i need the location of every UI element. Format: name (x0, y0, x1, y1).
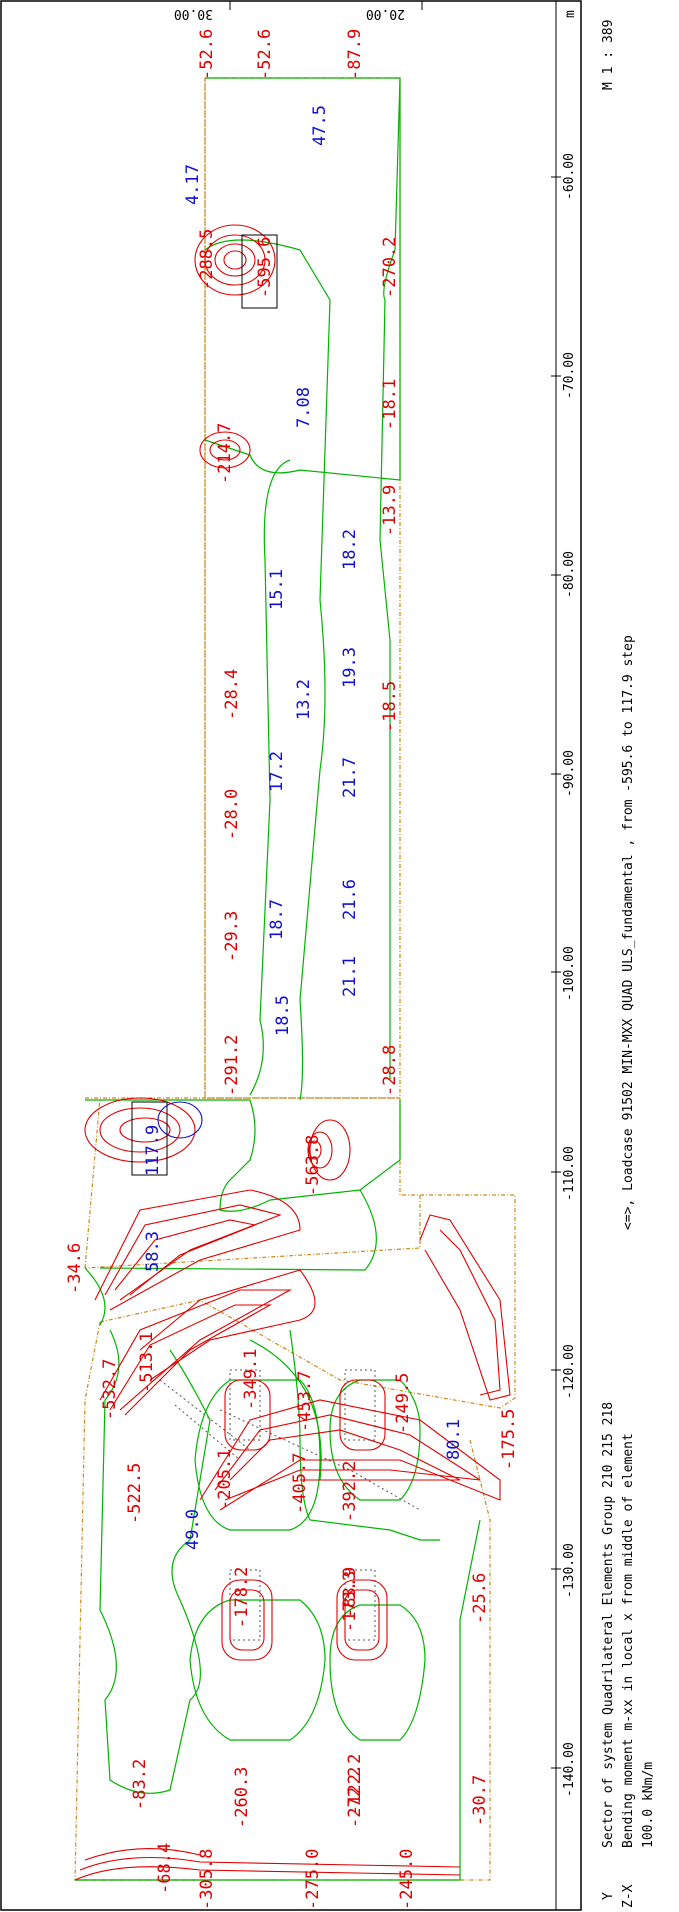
value-label: 15.1 (267, 569, 287, 610)
value-label: -52.6 (197, 29, 217, 80)
value-label: -68.4 (155, 1843, 175, 1894)
value-label: 21.7 (340, 757, 360, 798)
value-label: 47.5 (310, 105, 330, 146)
x-tick-label: -90.00 (562, 750, 577, 797)
value-label: -563.8 (303, 1135, 323, 1196)
value-label: -83.2 (130, 1759, 150, 1810)
x-tick-label: -80.00 (562, 551, 577, 598)
value-label: -249.5 (393, 1373, 413, 1434)
negative-contours (74, 224, 511, 1881)
min-marker-box (131, 1101, 168, 1176)
axes-icon-zx: Z-X (621, 1884, 636, 1908)
value-label: -532.7 (100, 1359, 120, 1420)
x-tick-label: -100.00 (562, 946, 577, 1001)
value-label: -34.6 (65, 1243, 85, 1294)
value-label: -87.9 (345, 29, 365, 80)
value-label: -28.4 (222, 669, 242, 720)
value-label: -405.7 (290, 1453, 310, 1514)
value-label: 49.0 (183, 1509, 203, 1550)
value-label: -205.1 (215, 1449, 235, 1510)
value-label: 80.1 (444, 1419, 464, 1460)
value-label: -13.9 (380, 485, 400, 536)
value-label: -173.3 (340, 1571, 360, 1632)
caption-line-1: Sector of system Quadrilateral Elements … (601, 1402, 616, 1848)
axis-unit: m (563, 10, 578, 18)
value-label: 58.3 (143, 1231, 163, 1272)
value-label: -349.1 (241, 1349, 261, 1410)
value-label: -392.2 (340, 1461, 360, 1522)
value-label: -291.2 (222, 1035, 242, 1096)
caption-line-2: Bending moment m-xx in local x from midd… (621, 1433, 636, 1848)
x-tick-label: -110.00 (562, 1146, 577, 1201)
x-tick-label: -130.00 (562, 1543, 577, 1598)
value-label: -29.3 (222, 911, 242, 962)
value-label: -178.2 (232, 1567, 252, 1628)
x-tick-label: -140.00 (562, 1742, 577, 1797)
value-label: -513.1 (137, 1332, 157, 1393)
value-label: 4.17 (183, 164, 203, 205)
loadcase-line: <=>, Loadcase 91502 MIN-MXX QUAD ULS_fun… (621, 635, 636, 1230)
value-label: 18.5 (273, 995, 293, 1036)
value-label: -18.1 (380, 379, 400, 430)
value-label: -28.8 (380, 1045, 400, 1096)
value-label: 7.08 (294, 387, 314, 428)
value-label: -18.5 (380, 681, 400, 732)
value-label: -25.6 (470, 1573, 490, 1624)
value-label: -214.7 (215, 423, 235, 484)
value-label: -305.8 (197, 1849, 217, 1910)
axes-icon-y: Y (601, 1892, 616, 1900)
value-label: 13.2 (294, 679, 314, 720)
value-label: -595.6 (255, 237, 275, 298)
value-label: -175.5 (499, 1409, 519, 1470)
caption-line-3: 100.0 kNm/m (641, 1762, 656, 1848)
y-axis (229, 1, 423, 10)
plot-frame (0, 0, 582, 1911)
value-label: 19.3 (340, 647, 360, 688)
value-label: -453.7 (295, 1371, 315, 1432)
max-marker-box (241, 234, 278, 309)
x-tick-label: -120.00 (562, 1344, 577, 1399)
value-label: -272.2 (345, 1767, 365, 1828)
value-label: -270.2 (380, 237, 400, 298)
value-label: 17.2 (267, 751, 287, 792)
structure-outline (74, 77, 516, 1881)
scale-label: M 1 : 389 (601, 20, 616, 90)
value-label: 18.2 (340, 529, 360, 570)
x-tick-label: -60.00 (562, 153, 577, 200)
value-label: -52.6 (255, 29, 275, 80)
y-tick-label: 20.00 (366, 6, 405, 21)
value-label: -275.0 (303, 1849, 323, 1910)
value-label: -288.5 (197, 229, 217, 290)
value-label: -260.3 (232, 1767, 252, 1828)
positive-contours (157, 1101, 203, 1139)
value-label: -522.5 (125, 1463, 145, 1524)
value-label: -122.2 (345, 1754, 365, 1815)
value-label: -83.9 (340, 1567, 360, 1618)
value-label: -28.0 (222, 789, 242, 840)
value-label: -245.0 (397, 1849, 417, 1910)
value-label: -30.7 (470, 1775, 490, 1826)
value-label: 21.6 (340, 879, 360, 920)
x-tick-label: -70.00 (562, 352, 577, 399)
x-axis (551, 176, 561, 1769)
value-label: 18.7 (267, 899, 287, 940)
value-label: 117.9 (143, 1125, 163, 1176)
value-label: 21.1 (340, 956, 360, 997)
zero-contour (75, 77, 481, 1881)
y-tick-label: 30.00 (174, 6, 213, 21)
